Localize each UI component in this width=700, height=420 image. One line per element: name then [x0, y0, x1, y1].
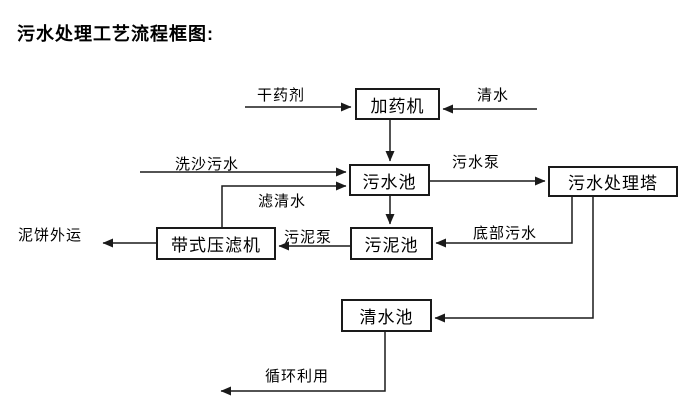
- label-recycle-reuse: 循环利用: [265, 368, 330, 385]
- arrow-tower-to-clean-pool: [434, 197, 594, 323]
- label-mud-cake-outbound: 泥饼外运: [18, 227, 83, 244]
- label-sewage-pump: 污水泵: [452, 154, 501, 171]
- node-sewage-treatment-tower: 污水处理塔: [548, 166, 678, 197]
- label-sand-washing-sewage: 洗沙污水: [175, 156, 240, 173]
- arrow-recycle-reuse: [220, 332, 386, 396]
- label-filtered-water: 滤清水: [258, 193, 307, 210]
- label-clean-water: 清水: [477, 87, 510, 104]
- node-sewage-pool: 污水池: [349, 164, 430, 196]
- arrow-filtered-water: [221, 181, 347, 227]
- node-sludge-pool: 污泥池: [350, 227, 433, 260]
- label-dry-chemical: 干药剂: [257, 87, 306, 104]
- node-belt-filter-press: 带式压滤机: [156, 227, 276, 260]
- label-bottom-sewage: 底部污水: [473, 225, 538, 242]
- arrow-bottom-sewage: [435, 197, 573, 248]
- label-sludge-pump: 污泥泵: [284, 229, 333, 246]
- node-clean-water-pool: 清水池: [341, 299, 432, 332]
- diagram-title: 污水处理工艺流程框图:: [17, 24, 214, 44]
- node-dosing-machine: 加药机: [355, 88, 440, 120]
